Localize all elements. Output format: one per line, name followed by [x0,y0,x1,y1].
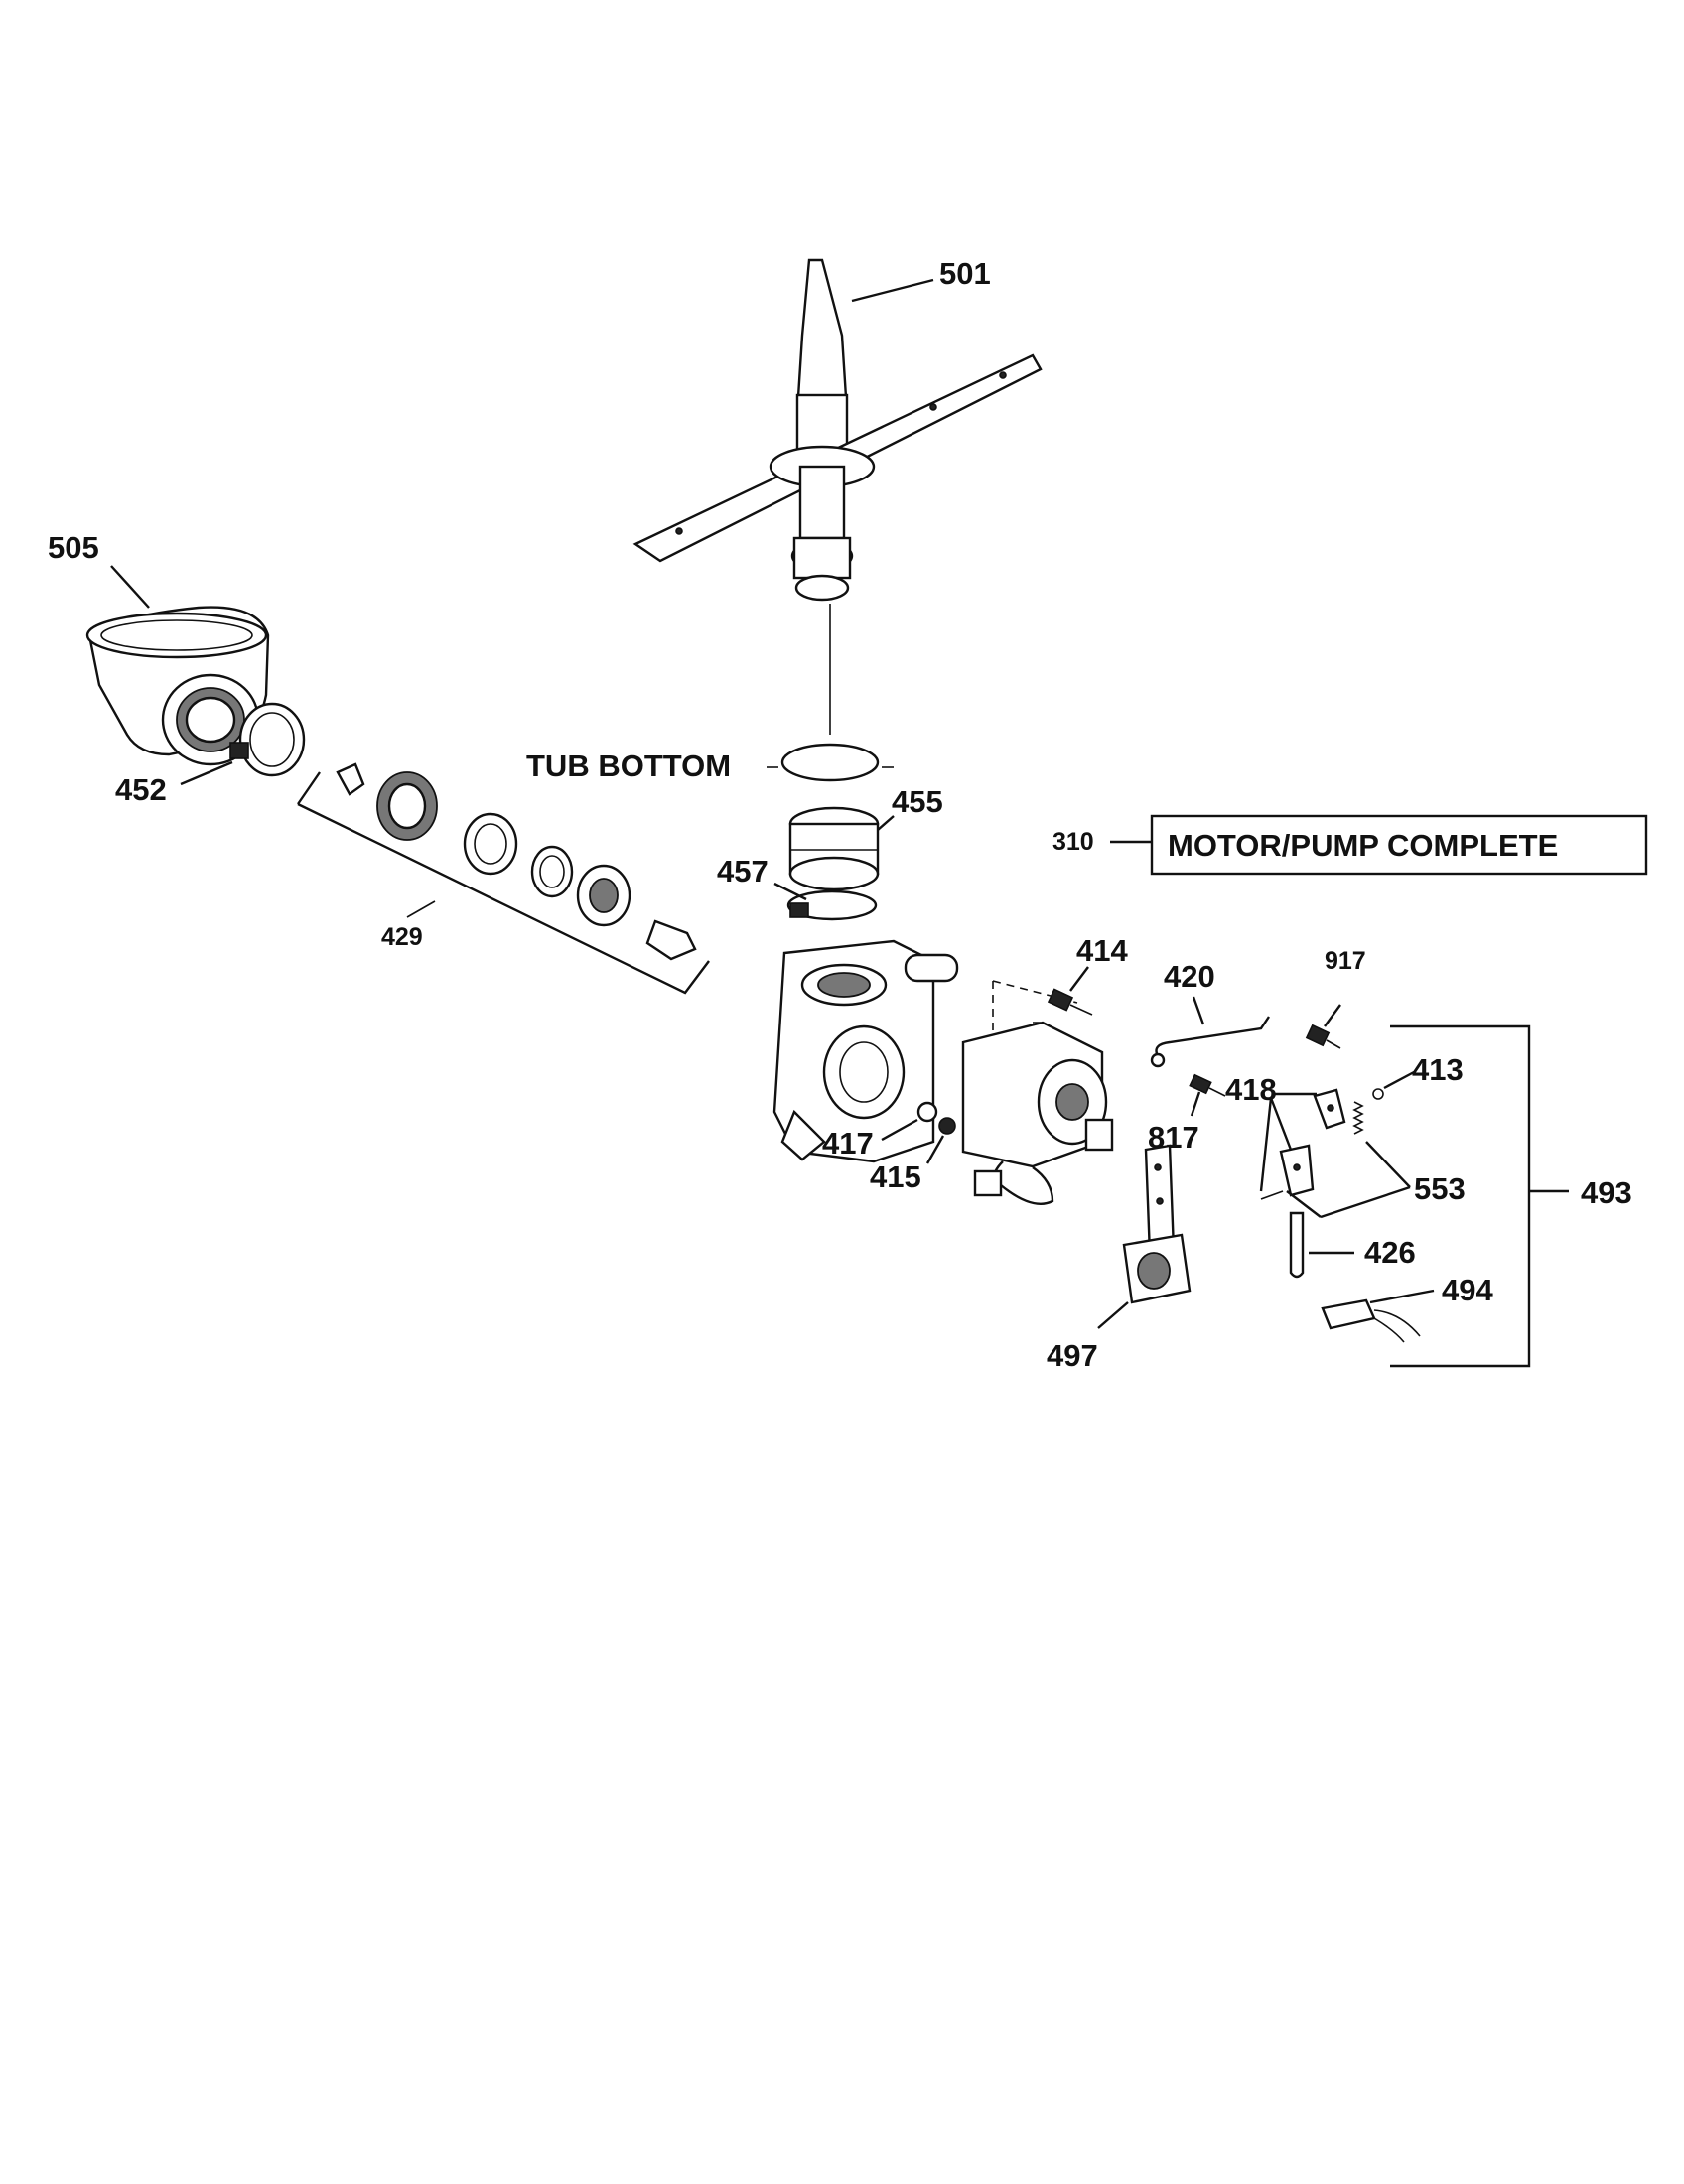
leader-553a [1365,1141,1411,1188]
pin-426 [1289,1211,1305,1279]
label-553: 553 [1414,1171,1466,1206]
label-414: 414 [1076,933,1128,968]
leader-553c [1320,1185,1411,1219]
seal-455 [788,806,880,891]
washer-417 [916,1101,938,1123]
motor-pump-complete-box [1150,814,1648,876]
lower-spray-arm-501 [632,258,1043,602]
leader-817 [1190,1091,1201,1117]
solenoid-497 [1122,1144,1192,1304]
pump-body [772,939,959,1163]
leader-420 [1192,996,1205,1025]
label-457: 457 [717,854,769,888]
label-418: 418 [1225,1072,1277,1107]
label-452: 452 [115,772,167,807]
leader-494 [1369,1289,1435,1304]
leader-452 [180,760,233,786]
label-310: 310 [1052,828,1094,856]
label-493: 493 [1581,1175,1632,1210]
label-415: 415 [870,1160,921,1194]
spring-553 [1352,1101,1364,1135]
filter-group-429 [297,762,710,995]
leader-418b [1269,1097,1293,1151]
leader-415 [925,1135,945,1164]
leader-917 [1324,1004,1341,1027]
leader-501 [851,278,934,303]
leader-455 [877,815,895,831]
sump-housing-505 [85,606,270,766]
label-917: 917 [1325,947,1366,975]
leader-413 [1383,1070,1415,1090]
lever-420 [1150,1016,1270,1068]
actuator-418 [1260,1088,1346,1200]
tub-bottom-ring [780,743,880,782]
label-426: 426 [1364,1235,1416,1270]
leader-553b [1286,1190,1322,1218]
connector-494 [1321,1298,1421,1343]
leader-429 [406,900,436,918]
label-429: 429 [381,923,423,951]
leader-417 [881,1118,918,1142]
label-tub-bottom: TUB BOTTOM [526,749,731,783]
label-420: 420 [1164,959,1215,994]
label-417: 417 [822,1126,874,1160]
hose-clamp-457 [786,889,878,921]
label-501: 501 [939,256,991,291]
leader-457 [773,882,807,901]
nut-415 [938,1117,956,1135]
clip-413 [1372,1088,1384,1100]
bolt-414 [1047,988,1093,1016]
screw-917 [1305,1024,1341,1049]
leader-418c [1259,1097,1273,1192]
label-413: 413 [1412,1052,1464,1087]
leader-497 [1097,1301,1129,1329]
leader-414 [1069,966,1089,992]
label-505: 505 [48,530,99,565]
screw-817 [1189,1073,1226,1097]
label-455: 455 [892,784,943,819]
leader-505 [110,565,150,609]
label-494: 494 [1442,1273,1493,1307]
bracket-493 [1390,1024,1531,1368]
motor [961,1021,1114,1205]
label-497: 497 [1047,1338,1098,1373]
motor-pump-complete-label: MOTOR/PUMP COMPLETE [1168,828,1558,863]
clamp-452 [229,702,306,777]
